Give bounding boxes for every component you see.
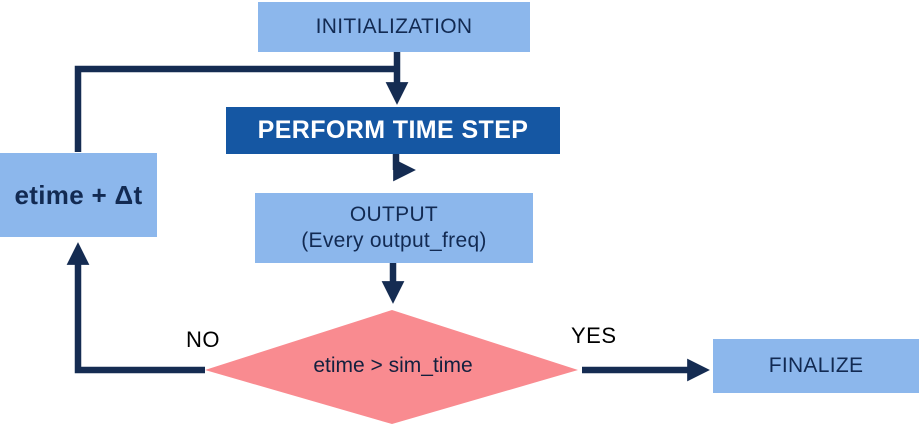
- initialization-label: INITIALIZATION: [315, 14, 473, 38]
- finalize-label: FINALIZE: [768, 353, 864, 377]
- output-label: OUTPUT: [349, 202, 439, 226]
- no-label: NO: [186, 327, 220, 352]
- etime-increment-box: etime + Δt: [0, 153, 157, 237]
- yes-label: YES: [571, 323, 617, 348]
- initialization-box: INITIALIZATION: [258, 2, 530, 52]
- etime-increment-label: etime + Δt: [14, 179, 143, 210]
- output-sublabel: (Every output_freq): [301, 229, 487, 252]
- arrow-no-loop-to-etime: [66, 242, 205, 374]
- output-box: OUTPUT (Every output_freq): [255, 193, 533, 263]
- perform-time-step-label: PERFORM TIME STEP: [257, 115, 529, 144]
- decision-condition-label: etime > sim_time: [313, 354, 473, 377]
- finalize-box: FINALIZE: [713, 339, 919, 393]
- perform-time-step-box: PERFORM TIME STEP: [226, 107, 560, 154]
